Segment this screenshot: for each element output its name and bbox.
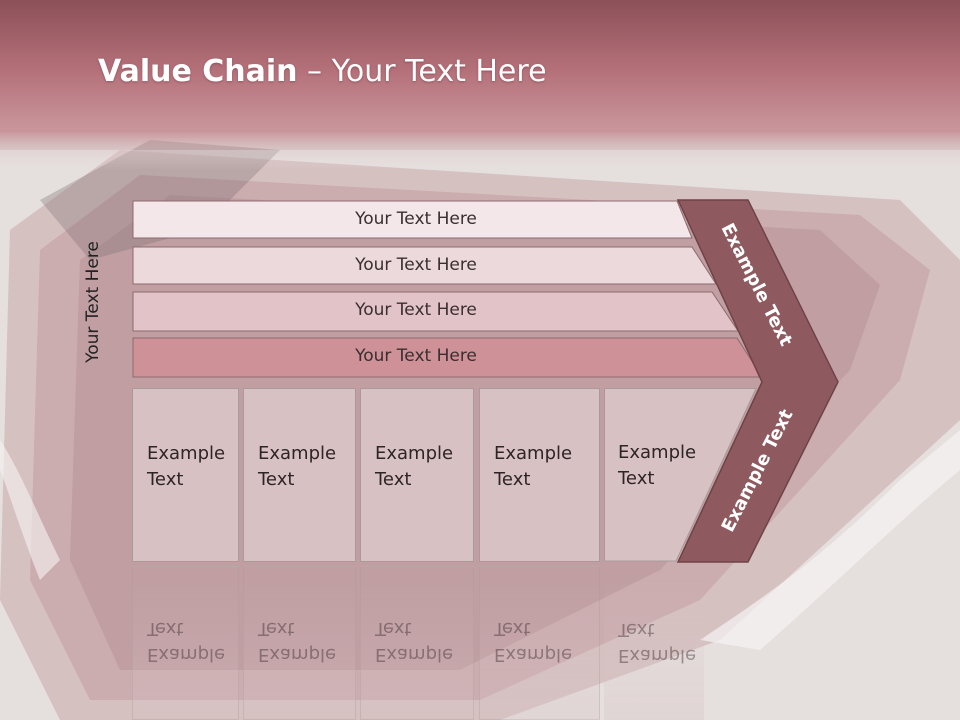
side-label: Your Text Here	[83, 241, 103, 363]
box-2-line-2: Text	[258, 469, 295, 490]
activity-box-5: Example Text	[604, 388, 704, 562]
activity-box-5-shape	[604, 388, 757, 562]
row-1-label: Your Text Here	[355, 209, 477, 229]
box-2-line-1: Example	[258, 443, 337, 464]
page-title: Value Chain – Your Text Here	[98, 54, 547, 89]
activity-box-1: Example Text	[132, 388, 239, 562]
value-row-4: Your Text Here	[132, 337, 763, 378]
box-4-line-2: Text	[494, 469, 531, 490]
box-5-line-2: Text	[618, 468, 655, 489]
box-3-line-1: Example	[375, 443, 454, 464]
margin-chevron	[676, 199, 839, 563]
activity-box-2: Example Text	[243, 388, 356, 562]
row-2-label: Your Text Here	[355, 255, 477, 275]
box-1-line-2: Text	[147, 469, 184, 490]
title-rest: – Your Text Here	[297, 54, 547, 89]
box-3-line-2: Text	[375, 469, 412, 490]
value-row-1: Your Text Here	[132, 200, 700, 239]
value-row-2: Your Text Here	[132, 246, 717, 285]
row-3-label: Your Text Here	[355, 300, 477, 320]
value-row-3: Your Text Here	[132, 291, 739, 332]
activity-box-4: Example Text	[479, 388, 600, 562]
box-1-line-1: Example	[147, 443, 226, 464]
box-4-line-1: Example	[494, 443, 573, 464]
box-5-line-1: Example	[618, 442, 697, 463]
row-1-shape	[132, 200, 693, 239]
title-bold: Value Chain	[98, 54, 298, 89]
activity-box-3: Example Text	[360, 388, 474, 562]
row-4-label: Your Text Here	[355, 346, 477, 366]
